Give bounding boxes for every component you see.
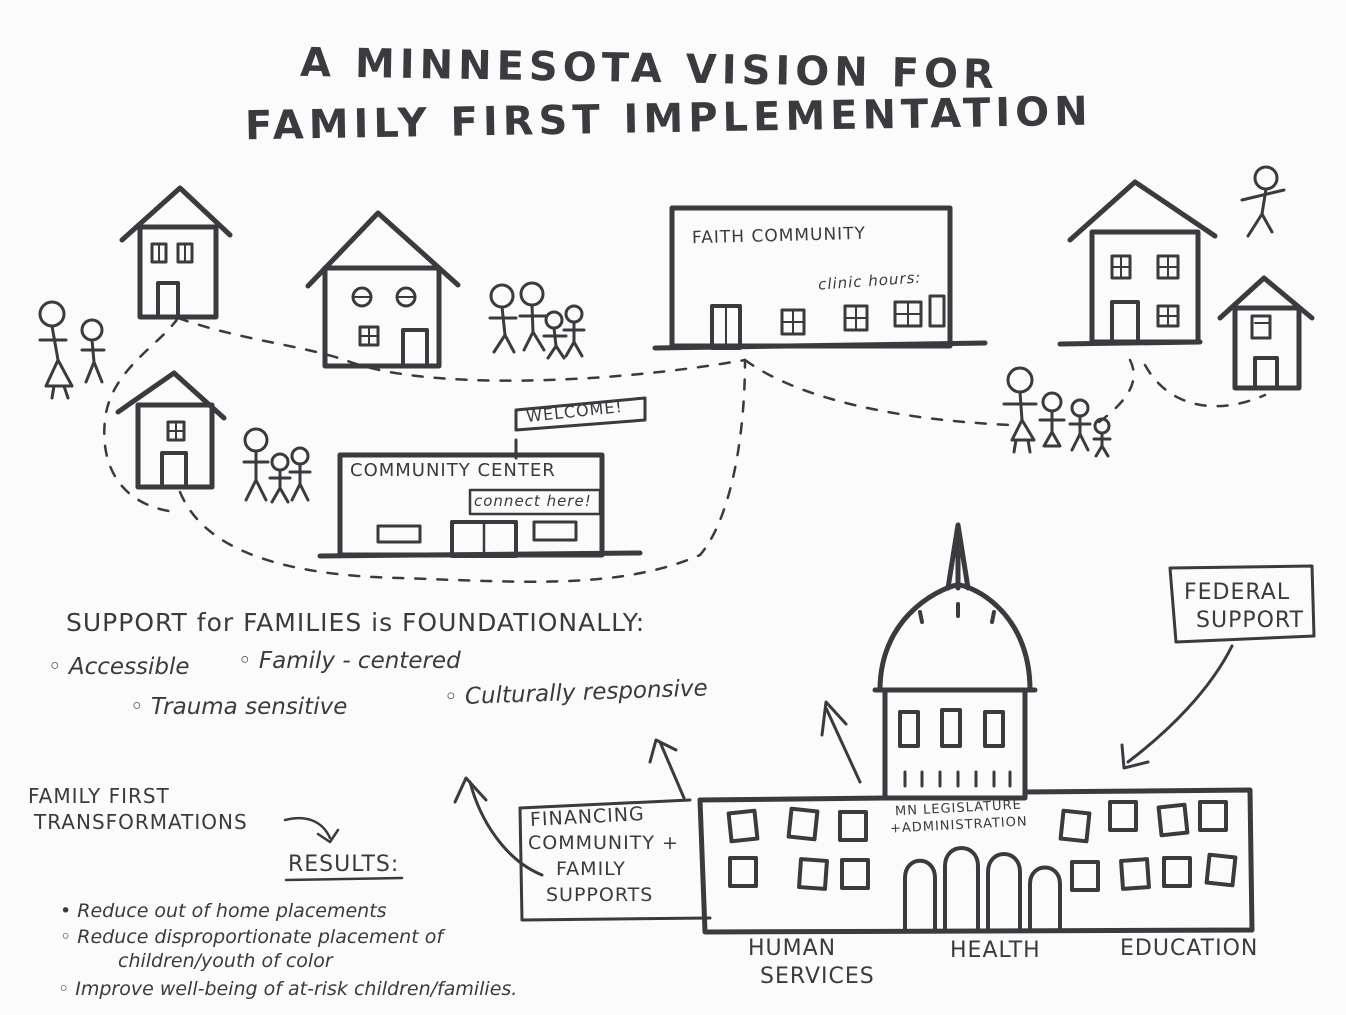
support-item-trauma-sensitive: ◦ Trauma sensitive — [130, 694, 348, 720]
capitol-building — [697, 522, 1255, 935]
financing-line4: SUPPORTS — [546, 884, 654, 906]
result-item-2: ◦ Reduce disproportionate placement of — [60, 926, 444, 948]
federal-support-line2: SUPPORT — [1196, 608, 1305, 633]
house-center-left — [305, 210, 461, 369]
faith-building — [652, 205, 988, 351]
support-heading: SUPPORT for FAMILIES is FOUNDATIONALLY: — [66, 608, 646, 637]
support-item-accessible: ◦ Accessible — [48, 654, 190, 680]
financing-box — [518, 798, 712, 922]
transformations-arrow — [283, 816, 340, 844]
support-item-family-centered: ◦ Family - centered — [238, 648, 461, 674]
department-health: HEALTH — [950, 938, 1041, 963]
house-top-left — [119, 185, 233, 320]
connect-here-sign: connect here! — [474, 492, 592, 510]
financing-line2: COMMUNITY + — [528, 832, 679, 854]
result-item-2-cont: children/youth of color — [118, 950, 333, 972]
department-human-services-line1: HUMAN — [748, 936, 837, 961]
stick-figures — [38, 165, 1286, 504]
house-top-right — [1057, 179, 1218, 347]
result-item-1: • Reduce out of home placements — [60, 900, 387, 922]
department-human-services-line2: SERVICES — [760, 964, 875, 989]
house-small-right — [1217, 275, 1315, 391]
federal-support-line1: FEDERAL — [1184, 580, 1291, 605]
financing-line3: FAMILY — [556, 858, 626, 880]
department-education: EDUCATION — [1120, 936, 1259, 961]
community-center-building — [317, 396, 647, 559]
result-item-3: ◦ Improve well-being of at-risk children… — [58, 978, 518, 1000]
dashed-paths — [103, 316, 1267, 583]
results-underline — [284, 876, 404, 882]
results-heading: RESULTS: — [288, 852, 400, 877]
federal-support-box — [1120, 564, 1316, 770]
capitol-arrows — [453, 700, 862, 877]
transformations-line2: TRANSFORMATIONS — [34, 810, 248, 834]
house-small-left — [115, 370, 227, 490]
community-center-label: COMMUNITY CENTER — [350, 460, 556, 481]
transformations-line1: FAMILY FIRST — [28, 784, 170, 808]
